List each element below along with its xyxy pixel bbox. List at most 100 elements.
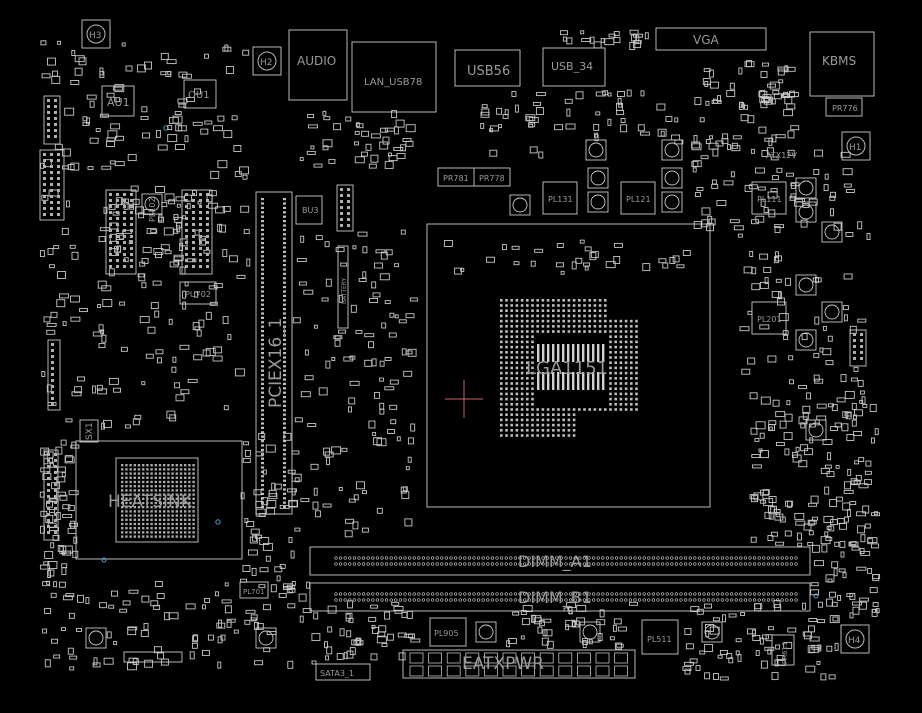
cpu-pad — [531, 325, 534, 328]
capacitor — [258, 630, 274, 646]
chipset-ball — [179, 472, 183, 475]
header-pin — [54, 465, 57, 468]
cpu-pad — [526, 314, 529, 318]
passive-part — [40, 525, 45, 534]
passive-part — [752, 635, 761, 641]
chipset-ball — [167, 464, 170, 467]
cpu-pad — [520, 413, 524, 416]
cpu-pad — [557, 314, 560, 318]
chipset-ball — [125, 489, 128, 492]
passive-part — [700, 155, 709, 160]
cpu-pad — [598, 314, 602, 318]
passive-part — [85, 597, 90, 604]
cpu-pad — [604, 408, 607, 411]
capacitor-box — [509, 194, 531, 216]
header-pin — [185, 217, 188, 220]
chipset-ball — [154, 493, 157, 496]
passive-part — [770, 531, 778, 537]
passive-part — [856, 566, 867, 571]
passive-part — [240, 578, 247, 583]
chipset-ball — [133, 493, 136, 496]
dimm-pin — [564, 556, 568, 560]
chipset-ball — [154, 489, 157, 492]
cpu-pad — [520, 387, 524, 390]
cpu-pad — [572, 423, 576, 427]
header-pin — [116, 211, 119, 214]
passive-part — [57, 40, 62, 45]
dimm-pin — [688, 592, 692, 596]
dimm-pin — [343, 562, 347, 566]
passive-part — [560, 30, 568, 36]
chipset-ball — [146, 485, 149, 488]
chipset-ball — [133, 510, 136, 513]
passive-part — [46, 384, 52, 393]
header-pin — [199, 211, 202, 214]
passive-part — [103, 657, 114, 665]
chipset-ball — [158, 468, 162, 471]
pcie-pin — [261, 488, 264, 491]
cpu-pad — [604, 304, 607, 307]
passive-part — [480, 122, 485, 129]
capacitor — [824, 304, 840, 320]
chipset-ball — [158, 493, 162, 496]
inductors — [79, 79, 863, 681]
dimm-pin — [412, 556, 416, 560]
cpu-pad — [588, 408, 591, 411]
chipset-ball — [133, 522, 136, 526]
passive-part — [534, 248, 544, 253]
dimm-pin — [568, 556, 573, 560]
chipset-ball — [179, 489, 183, 492]
passive-part — [71, 251, 79, 260]
passive-part — [310, 145, 315, 150]
header-pin — [192, 265, 195, 268]
passive-part — [704, 81, 709, 87]
passive-part — [61, 148, 71, 157]
cpu-pad — [526, 371, 529, 375]
header-pin — [340, 194, 343, 197]
cpu-pad — [614, 366, 617, 370]
dimm-pin — [739, 592, 743, 596]
passive-part — [739, 326, 750, 332]
passive-part — [755, 650, 760, 656]
passive-part — [243, 441, 250, 446]
chipset-ball — [133, 527, 136, 530]
pcie-pin — [283, 400, 286, 403]
header-pin — [185, 193, 188, 196]
chipset-ball — [129, 531, 132, 534]
pcie-pin — [283, 299, 286, 302]
cpu-pad — [546, 314, 550, 318]
dimm-pin — [619, 592, 623, 596]
dimm-pin — [348, 556, 352, 560]
passive-part — [795, 446, 800, 452]
cpu-pad — [526, 387, 529, 390]
dimm-pin — [651, 592, 656, 596]
passive-part — [354, 141, 359, 146]
eatx-pin — [428, 665, 443, 677]
pcie-pin — [283, 492, 286, 495]
cpu-pad — [510, 304, 513, 307]
chipset-ball — [175, 480, 178, 484]
cpu-pad — [500, 340, 503, 344]
passive-part — [255, 451, 264, 457]
chipset-ball — [146, 476, 149, 479]
passive-part — [265, 444, 276, 453]
chipset-ball — [125, 522, 128, 526]
eatx-pin — [409, 665, 424, 677]
chipset-ball — [167, 476, 170, 479]
passive-part — [130, 185, 139, 192]
header-pin — [47, 495, 50, 498]
label-lan: LAN_USB78 — [364, 77, 422, 88]
label-pl121: PL121 — [626, 195, 651, 204]
dimm-pin — [651, 556, 656, 560]
cpu-pad — [598, 309, 602, 312]
header-pin — [54, 123, 57, 126]
passive-part — [814, 316, 820, 325]
passive-part — [379, 273, 390, 281]
passive-part — [56, 466, 66, 473]
passive-part — [825, 536, 833, 541]
passive-part — [830, 191, 836, 198]
cpu-socket-outline — [426, 223, 711, 508]
passive-part — [613, 31, 620, 36]
passive-part — [398, 319, 407, 324]
